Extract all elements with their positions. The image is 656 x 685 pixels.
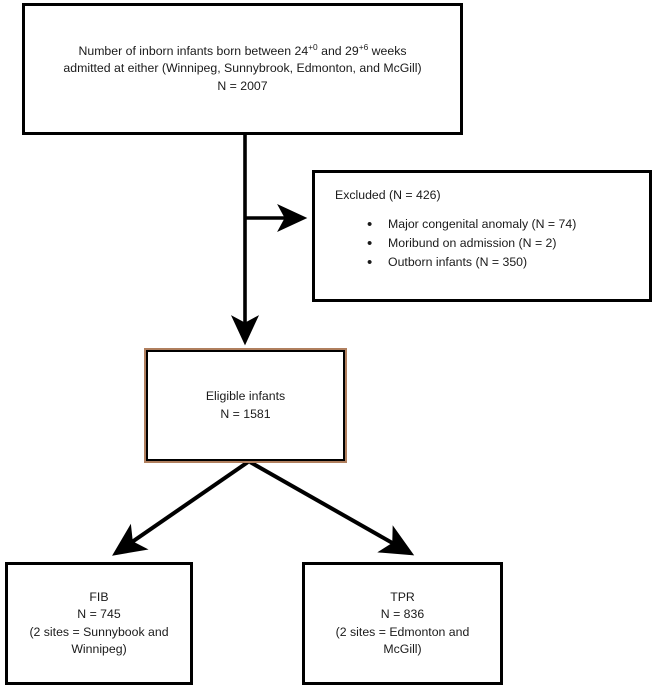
list-item: • Moribund on admission (N = 2) — [367, 234, 649, 253]
tpr-line1-label: TPR — [390, 589, 415, 604]
tpr-line2-count: N = 836 — [380, 607, 425, 621]
node-cohort-total: Number of inborn infants born between 24… — [22, 3, 463, 135]
bullet-icon: • — [367, 235, 373, 252]
fib-line1-label: FIB — [89, 589, 109, 604]
cohort-line1-sup2: +6 — [358, 41, 369, 52]
tpr-line3-sites: (2 sites = Edmonton and — [335, 624, 470, 639]
bullet-icon: • — [367, 254, 373, 271]
list-item: • Major congenital anomaly (N = 74) — [367, 215, 649, 234]
excluded-heading: Excluded (N = 426) — [335, 188, 441, 202]
node-excluded: Excluded (N = 426) • Major congenital ano… — [312, 170, 652, 302]
connector-eligible-to-tpr — [249, 460, 415, 556]
cohort-line3-count: N = 2007 — [217, 78, 268, 93]
eligible-line1: Eligible infants — [205, 389, 286, 403]
cohort-line2: admitted at either (Winnipeg, Sunnybrook… — [63, 61, 422, 76]
connector-eligible-to-fib — [112, 460, 250, 556]
eligible-text: Eligible infants N = 1581 — [148, 388, 343, 423]
excluded-reason-list: • Major congenital anomaly (N = 74) • Mori… — [315, 215, 649, 272]
cohort-line1-part1: Number of inborn infants born between 24 — [78, 43, 309, 58]
eligible-line2-count: N = 1581 — [220, 406, 271, 421]
tpr-line4-sites: McGill) — [383, 642, 422, 656]
cohort-line1-sup1: +0 — [308, 41, 318, 52]
cohort-line1-part2: and 29 — [317, 43, 359, 58]
cohort-line1-part3: weeks — [368, 43, 407, 58]
bullet-icon: • — [367, 216, 373, 233]
fib-line2-count: N = 745 — [77, 607, 121, 621]
list-item: • Outborn infants (N = 350) — [367, 253, 649, 272]
excluded-reason-label: Outborn infants (N = 350) — [388, 255, 528, 269]
fib-line4-sites: Winnipeg) — [71, 642, 127, 656]
node-eligible-infants: Eligible infants N = 1581 — [146, 350, 345, 461]
cohort-text: Number of inborn infants born between 24… — [25, 41, 460, 96]
excluded-reason-label: Moribund on admission (N = 2) — [388, 236, 557, 250]
excluded-reason-label: Major congenital anomaly (N = 74) — [388, 217, 577, 231]
fib-line3-sites: (2 sites = Sunnybook and — [29, 624, 169, 639]
